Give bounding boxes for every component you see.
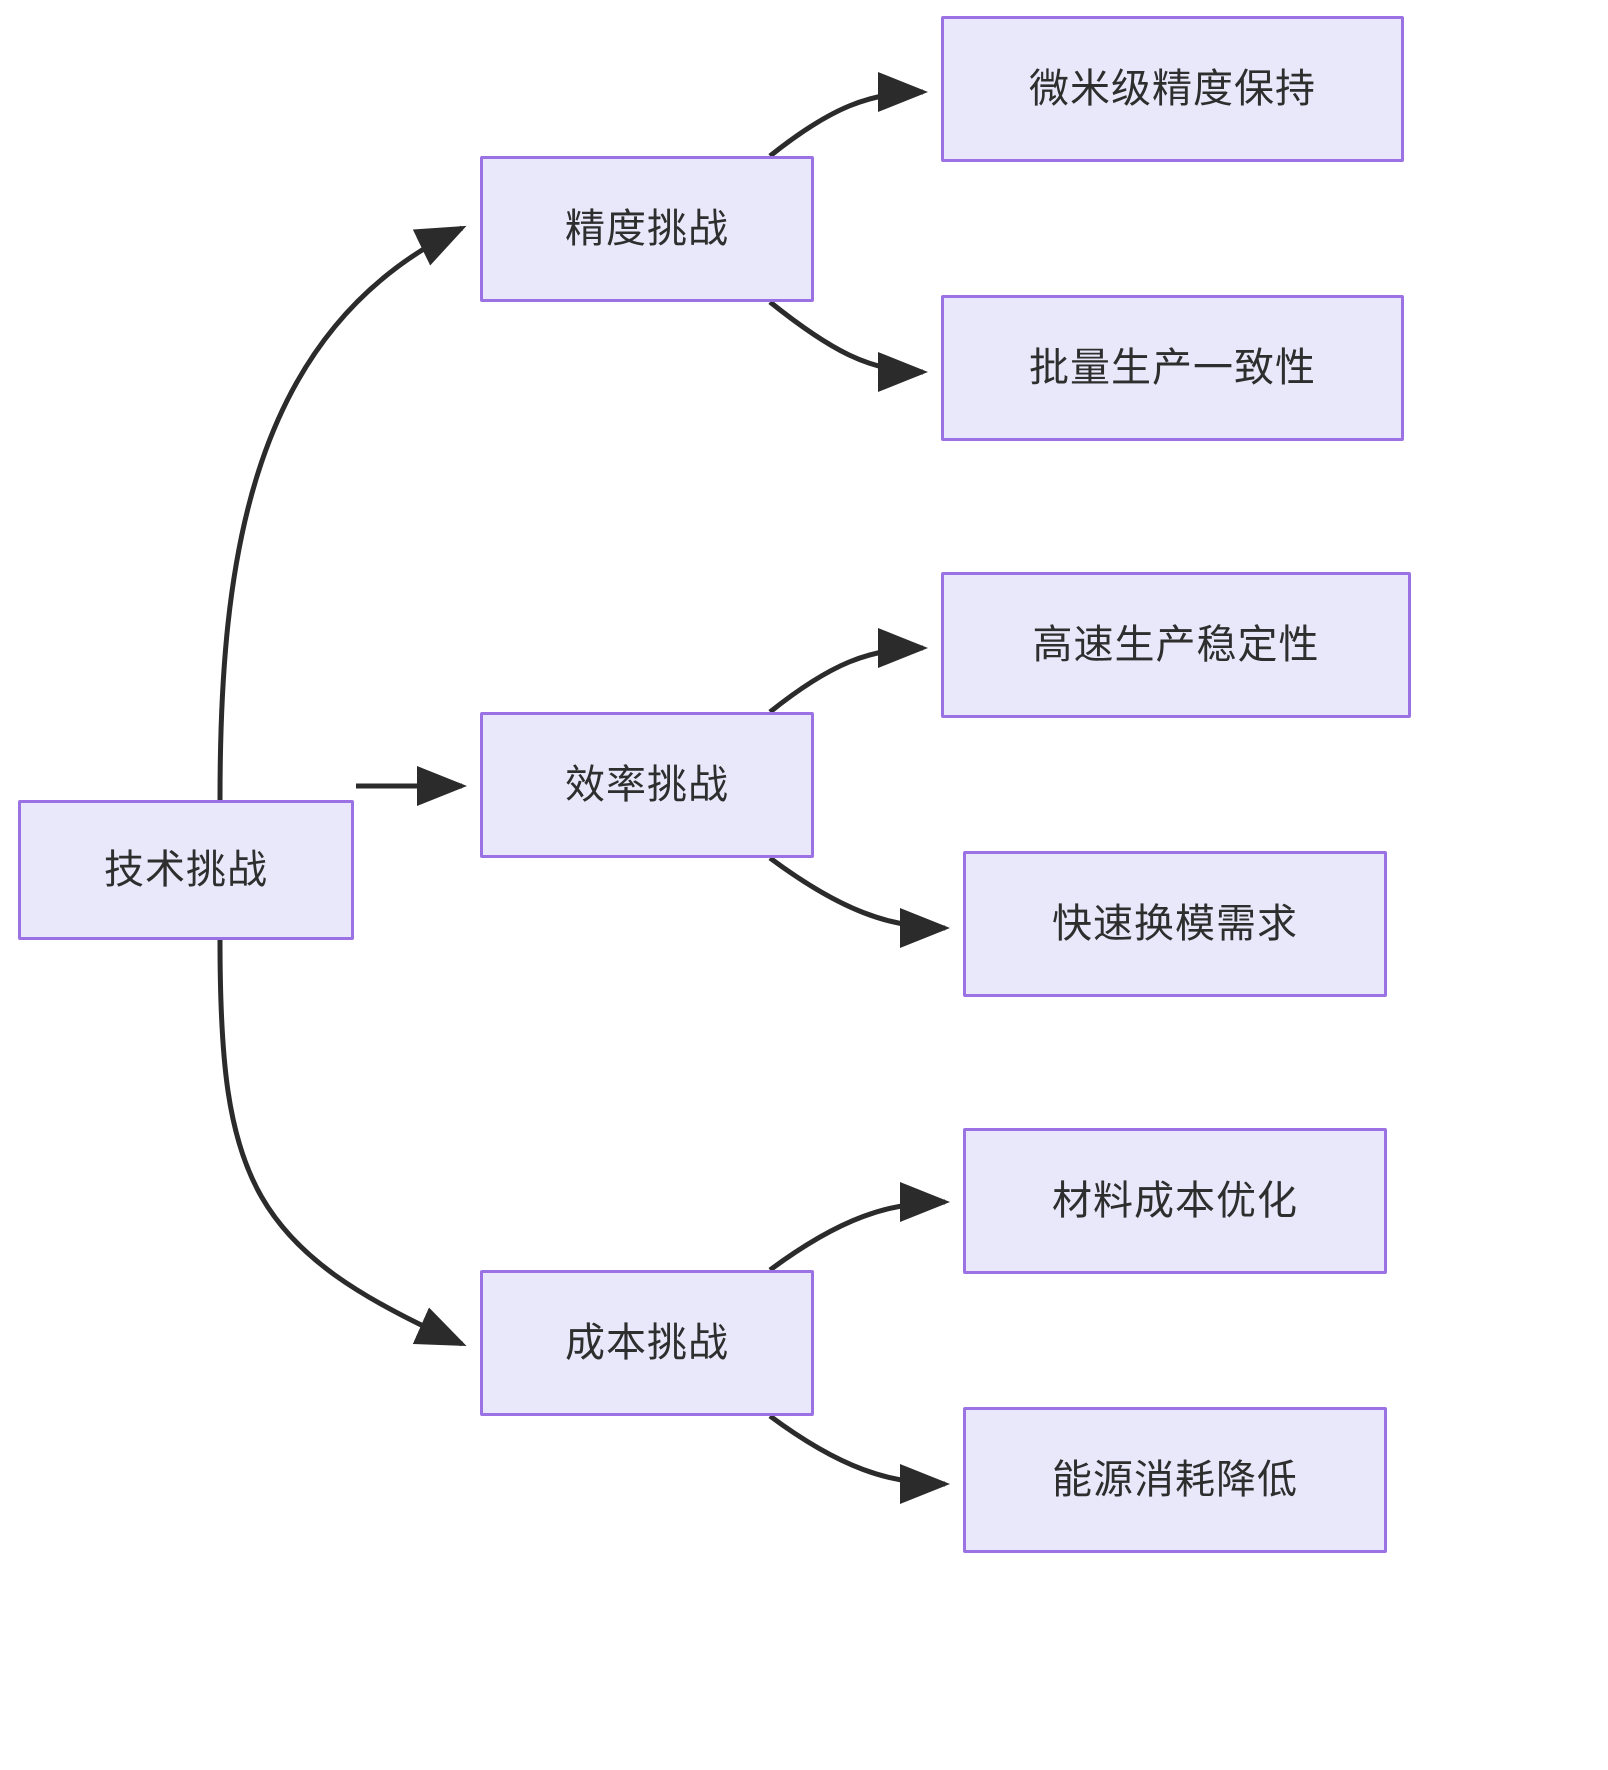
node-label: 快速换模需求 bbox=[1052, 902, 1298, 946]
node-label: 效率挑战 bbox=[565, 763, 729, 807]
node-energy-consumption-reduction[interactable]: 能源消耗降低 bbox=[963, 1407, 1387, 1553]
node-high-speed-stability[interactable]: 高速生产稳定性 bbox=[941, 572, 1411, 718]
edge-precision-micron bbox=[768, 72, 928, 158]
node-label: 微米级精度保持 bbox=[1029, 67, 1316, 111]
edge-root-precision bbox=[217, 225, 467, 801]
node-material-cost-optimization[interactable]: 材料成本优化 bbox=[963, 1128, 1387, 1274]
edge-cost-material bbox=[768, 1182, 950, 1273]
node-label: 技术挑战 bbox=[104, 848, 268, 892]
edge-root-cost bbox=[217, 939, 467, 1347]
node-label: 批量生产一致性 bbox=[1029, 346, 1316, 390]
node-efficiency-challenge[interactable]: 效率挑战 bbox=[480, 712, 814, 858]
edge-cost-energy bbox=[768, 1413, 950, 1504]
edge-precision-batch bbox=[768, 300, 928, 392]
node-batch-consistency[interactable]: 批量生产一致性 bbox=[941, 295, 1404, 441]
node-technical-challenge[interactable]: 技术挑战 bbox=[18, 800, 354, 940]
node-label: 成本挑战 bbox=[565, 1321, 729, 1365]
node-precision-challenge[interactable]: 精度挑战 bbox=[480, 156, 814, 302]
node-label: 精度挑战 bbox=[565, 207, 729, 251]
node-micron-accuracy[interactable]: 微米级精度保持 bbox=[941, 16, 1404, 162]
node-quick-mold-change[interactable]: 快速换模需求 bbox=[963, 851, 1387, 997]
node-label: 能源消耗降低 bbox=[1052, 1458, 1298, 1502]
edge-efficiency-mold bbox=[768, 855, 950, 948]
edge-efficiency-speed bbox=[768, 628, 928, 714]
node-label: 高速生产稳定性 bbox=[1032, 623, 1320, 667]
node-cost-challenge[interactable]: 成本挑战 bbox=[480, 1270, 814, 1416]
node-label: 材料成本优化 bbox=[1052, 1179, 1298, 1223]
